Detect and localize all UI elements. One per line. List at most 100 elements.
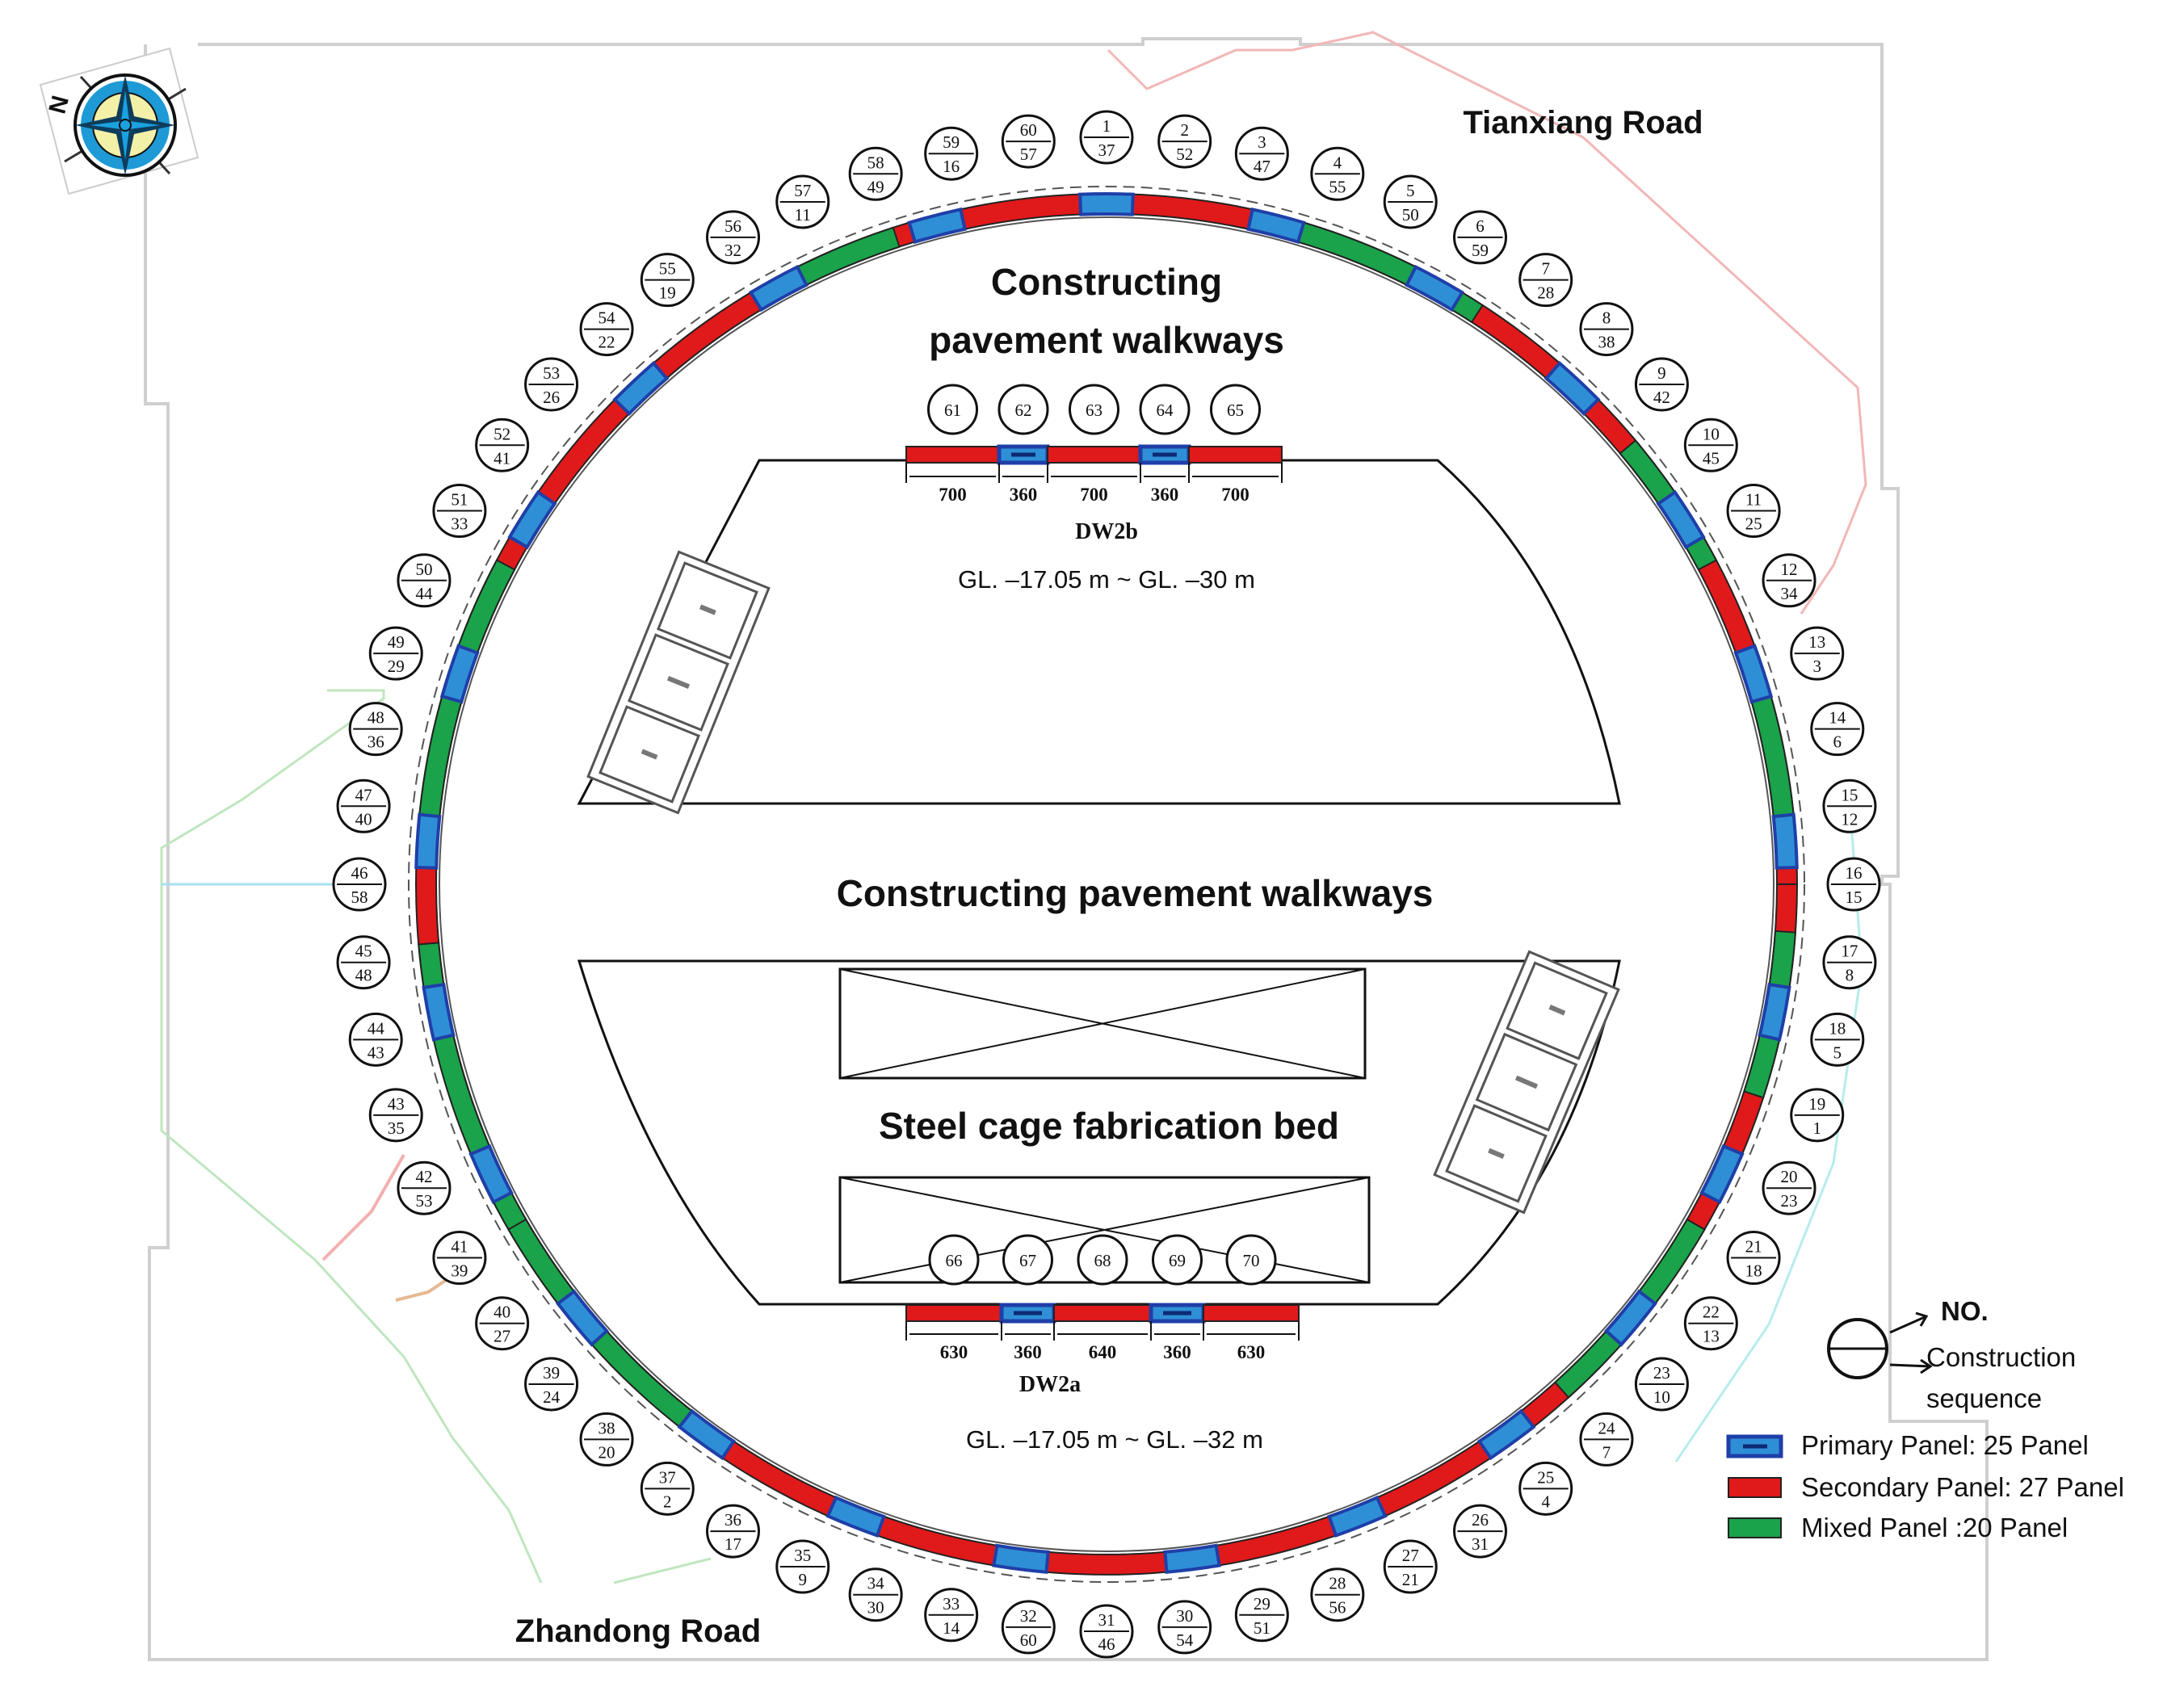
primary-panel xyxy=(1078,191,1135,216)
ring-panel-label: 359 xyxy=(775,1539,830,1594)
panel-sequence: 7 xyxy=(1602,1442,1611,1462)
panel-number: 31 xyxy=(1098,1610,1115,1630)
ring-panel-label: 185 xyxy=(1810,1012,1865,1067)
panel-number: 23 xyxy=(1653,1363,1670,1383)
panel-sequence: 54 xyxy=(1176,1630,1194,1650)
wall-panel-number: 62 xyxy=(1015,401,1032,420)
panel-number: 27 xyxy=(1402,1546,1419,1565)
panel-number: 18 xyxy=(1829,1018,1846,1038)
wall-panel-number: 63 xyxy=(1086,401,1102,420)
panel-sequence: 29 xyxy=(388,657,405,676)
wall-panel-number: 68 xyxy=(1094,1251,1111,1270)
panel-sequence: 35 xyxy=(388,1118,405,1138)
panel-number: 60 xyxy=(1020,120,1037,140)
dw2a-name: DW2a xyxy=(1019,1372,1081,1397)
wall-panel-bubble xyxy=(927,384,978,435)
primary-panel xyxy=(748,264,809,313)
ring-panel-label: 247 xyxy=(1579,1412,1634,1467)
primary-panel xyxy=(825,1495,886,1538)
panel-number: 16 xyxy=(1846,863,1863,883)
ring-panel-label: 372 xyxy=(640,1461,695,1516)
primary-panel xyxy=(992,1543,1050,1574)
panel-sequence: 30 xyxy=(867,1598,884,1618)
primary-panel xyxy=(1603,1289,1658,1347)
legend-symbol-seq-line2: sequence xyxy=(1926,1383,2042,1413)
primary-panel xyxy=(1246,207,1306,245)
top-zone-outline xyxy=(577,459,1621,805)
panel-sequence: 1 xyxy=(1812,1118,1821,1138)
wall-panel-number: 69 xyxy=(1169,1251,1186,1270)
panel-sequence: 56 xyxy=(1329,1598,1346,1618)
dw2b-name: DW2b xyxy=(1075,519,1138,544)
ring-panel-label: 659 xyxy=(1453,210,1507,265)
panel-sequence: 6 xyxy=(1833,732,1842,752)
panel-sequence: 36 xyxy=(368,732,384,752)
panel-number: 40 xyxy=(494,1303,510,1322)
mixed-panel-arc xyxy=(781,226,901,294)
secondary-panel xyxy=(1188,446,1283,464)
panel-number: 47 xyxy=(355,785,372,804)
ring-panel-label: 178 xyxy=(1822,935,1877,990)
ring-panel-label: 838 xyxy=(1579,302,1634,357)
panel-number: 34 xyxy=(867,1574,885,1593)
legend-label-primary: Primary Panel: 25 Panel xyxy=(1801,1430,2089,1460)
ring-panel-label: 550 xyxy=(1383,174,1438,229)
panel-number: 12 xyxy=(1781,560,1798,579)
primary-panel xyxy=(422,982,456,1042)
panel-number: 28 xyxy=(1329,1574,1346,1593)
panel-number: 53 xyxy=(543,363,560,383)
panel-sequence: 2 xyxy=(663,1492,672,1511)
panel-number: 10 xyxy=(1703,424,1720,443)
ring-panel-label: 347 xyxy=(1234,126,1289,181)
primary-panel xyxy=(612,360,670,417)
legend-symbol-seq-line1: Construction xyxy=(1926,1342,2076,1372)
panel-number: 29 xyxy=(1254,1594,1270,1614)
panel-sequence: 26 xyxy=(543,388,560,407)
panel-sequence: 9 xyxy=(799,1570,808,1589)
middle-zone-title: Constructing pavement walkways xyxy=(837,872,1434,914)
panel-number: 25 xyxy=(1537,1467,1554,1487)
panel-number: 43 xyxy=(388,1094,405,1114)
panel-number: 1 xyxy=(1102,116,1111,136)
panel-number: 46 xyxy=(351,863,368,883)
panel-sequence: 51 xyxy=(1254,1618,1270,1638)
wall-panel-number: 70 xyxy=(1243,1251,1260,1270)
panel-sequence: 21 xyxy=(1402,1570,1419,1589)
panel-sequence: 40 xyxy=(355,809,372,829)
panel-sequence: 59 xyxy=(1472,241,1489,260)
wall-panel-number: 64 xyxy=(1157,401,1174,420)
dimension-value: 360 xyxy=(1151,485,1179,505)
panel-sequence: 14 xyxy=(943,1618,960,1638)
wall-panel-bubble xyxy=(1077,1234,1128,1286)
primary-panel xyxy=(907,207,967,245)
panel-number: 54 xyxy=(598,308,616,328)
panel-number: 56 xyxy=(724,216,741,236)
panel-sequence: 12 xyxy=(1841,809,1858,829)
ring-panel-label: 146 xyxy=(1810,702,1865,757)
panel-sequence: 44 xyxy=(415,584,433,603)
panel-number: 19 xyxy=(1808,1094,1825,1114)
panel-number: 24 xyxy=(1598,1418,1615,1437)
legend-symbol xyxy=(1827,1311,1933,1379)
panel-number: 8 xyxy=(1602,308,1611,328)
zhandong-road-label: Zhandong Road xyxy=(515,1614,761,1649)
primary-panel xyxy=(468,1144,514,1205)
primary-panel xyxy=(1758,982,1791,1042)
bottom-right-rack xyxy=(1433,950,1620,1215)
